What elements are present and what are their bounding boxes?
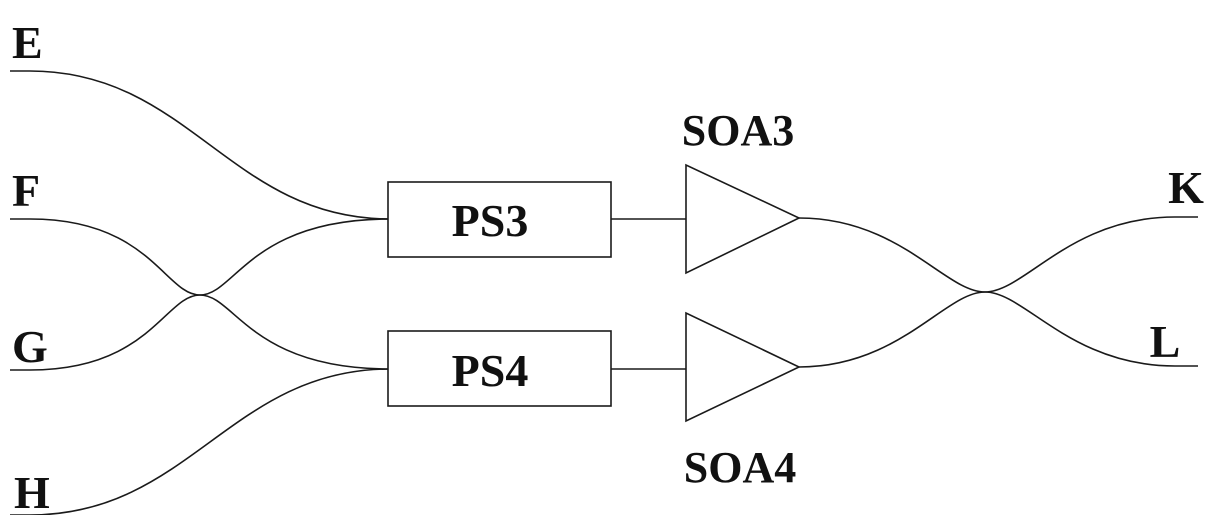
soa4-amplifier-icon bbox=[685, 311, 801, 423]
ps4-label: PS4 bbox=[452, 345, 529, 396]
waveguide-soa4-to-k bbox=[798, 216, 1176, 368]
port-label-l: L bbox=[1150, 316, 1181, 367]
soa3-amplifier-icon bbox=[685, 163, 801, 275]
port-label-e: E bbox=[12, 17, 43, 68]
ps3-label: PS3 bbox=[452, 195, 529, 246]
soa3-label: SOA3 bbox=[682, 106, 794, 155]
waveguide-h bbox=[29, 368, 391, 515]
port-label-f: F bbox=[12, 165, 40, 216]
waveguide-f bbox=[29, 218, 391, 370]
waveguide-g bbox=[29, 218, 391, 371]
phase-shifter-ps4 bbox=[387, 330, 612, 407]
soa4-label: SOA4 bbox=[684, 443, 796, 492]
port-label-h: H bbox=[14, 467, 50, 515]
port-label-g: G bbox=[12, 321, 48, 372]
waveguide-e bbox=[29, 70, 391, 220]
port-label-k: K bbox=[1168, 162, 1204, 213]
phase-shifter-ps3 bbox=[387, 181, 612, 258]
